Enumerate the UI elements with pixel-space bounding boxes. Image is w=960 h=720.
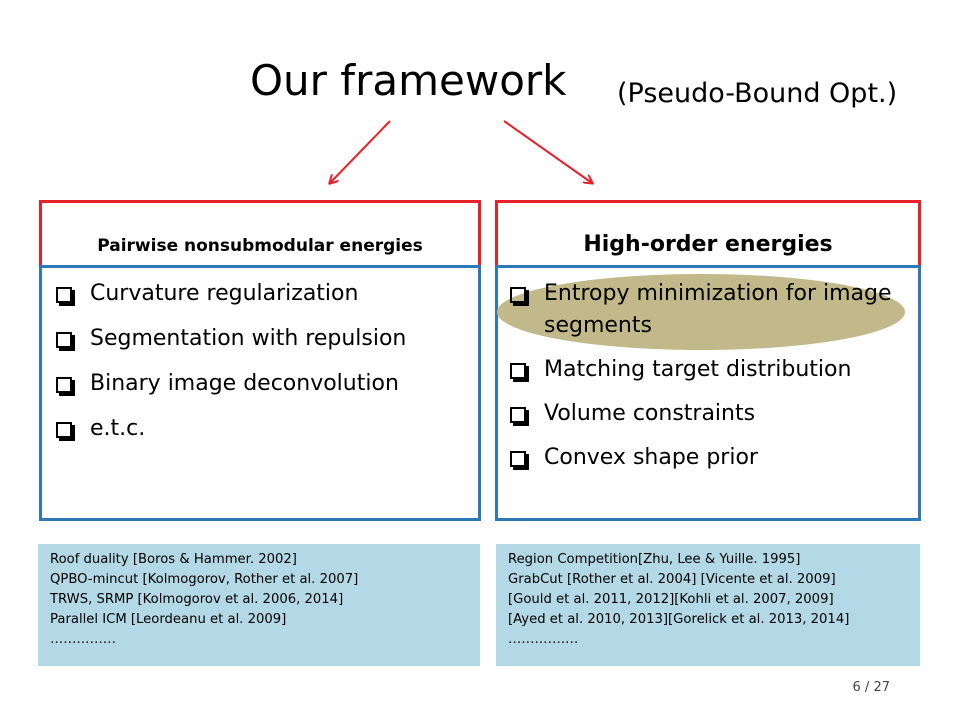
highlight-ellipse <box>497 274 905 350</box>
checkbox-bullet-icon <box>56 332 72 348</box>
list-item: e.t.c. <box>56 413 406 445</box>
list-item: Matching target distribution <box>510 354 960 386</box>
arrow-left <box>330 120 391 183</box>
list-item: Binary image deconvolution <box>56 368 406 400</box>
checkbox-bullet-icon <box>56 287 72 303</box>
checkbox-bullet-icon <box>56 422 72 438</box>
high-order-references: Region Competition[Zhu, Lee & Yuille. 19… <box>496 544 920 666</box>
high-order-box <box>495 265 921 521</box>
checkbox-bullet-icon <box>510 451 526 467</box>
checkbox-bullet-icon <box>510 407 526 423</box>
checkbox-bullet-icon <box>510 287 526 303</box>
list-item: Volume constraints <box>510 398 960 430</box>
reference-line: [Gould et al. 2011, 2012][Kohli et al. 2… <box>508 592 834 607</box>
arrow-right <box>503 120 592 183</box>
slide-subtitle: (Pseudo-Bound Opt.) <box>617 78 898 109</box>
pairwise-header-label: Pairwise nonsubmodular energies <box>97 235 423 256</box>
slide-title: Our framework <box>250 56 567 105</box>
pairwise-references: Roof duality [Boros & Hammer. 2002] QPBO… <box>38 544 480 666</box>
list-item: Entropy minimization for image segments <box>510 278 960 342</box>
pairwise-list: Curvature regularization Segmentation wi… <box>56 278 406 458</box>
high-order-list: Entropy minimization for image segments … <box>510 278 960 486</box>
pairwise-box <box>39 265 481 521</box>
list-item: Convex shape prior <box>510 442 960 474</box>
reference-line: QPBO-mincut [Kolmogorov, Rother et al. 2… <box>50 572 359 587</box>
reference-line: GrabCut [Rother et al. 2004] [Vicente et… <box>508 572 836 587</box>
list-item: Segmentation with repulsion <box>56 323 406 355</box>
high-order-header-label: High-order energies <box>583 232 833 257</box>
pairwise-header: Pairwise nonsubmodular energies <box>39 200 481 266</box>
page-number: 6 / 27 <box>852 680 890 695</box>
list-item: Curvature regularization <box>56 278 406 310</box>
reference-line: Region Competition[Zhu, Lee & Yuille. 19… <box>508 552 801 567</box>
reference-line: ……………. <box>508 632 579 647</box>
reference-line: TRWS, SRMP [Kolmogorov et al. 2006, 2014… <box>50 592 344 607</box>
reference-line: [Ayed et al. 2010, 2013][Gorelick et al.… <box>508 612 850 627</box>
checkbox-bullet-icon <box>56 377 72 393</box>
reference-line: Roof duality [Boros & Hammer. 2002] <box>50 552 297 567</box>
high-order-header: High-order energies <box>495 200 921 266</box>
reference-line: Parallel ICM [Leordeanu et al. 2009] <box>50 612 287 627</box>
checkbox-bullet-icon <box>510 363 526 379</box>
reference-line: …………… <box>50 632 116 647</box>
